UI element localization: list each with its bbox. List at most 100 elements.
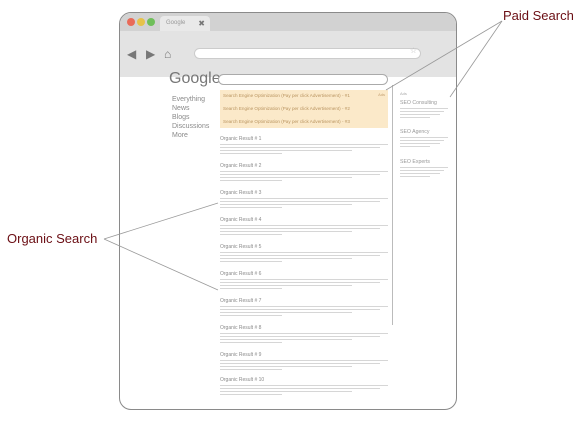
snippet-line (400, 137, 448, 138)
nav-item-blogs[interactable]: Blogs (172, 114, 190, 121)
snippet-line (220, 150, 352, 151)
snippet-line (400, 108, 448, 109)
snippet-line (400, 170, 444, 171)
snippet-line (220, 333, 388, 334)
organic-result-title[interactable]: Organic Result # 8 (220, 325, 262, 331)
organic-result-title[interactable]: Organic Result # 3 (220, 190, 262, 196)
organic-result[interactable]: Organic Result # 1 (220, 137, 388, 154)
organic-result[interactable]: Organic Result # 9 (220, 353, 388, 370)
snippet-line (220, 153, 282, 154)
bookmark-star-icon[interactable]: ☆ (409, 46, 417, 55)
organic-result[interactable]: Organic Result # 4 (220, 218, 388, 235)
forward-arrow-icon[interactable]: ▶ (146, 47, 156, 61)
organic-result[interactable]: Organic Result # 6 (220, 272, 388, 289)
organic-result-title[interactable]: Organic Result # 9 (220, 352, 262, 358)
snippet-line (400, 114, 440, 115)
organic-result-title[interactable]: Organic Result # 10 (220, 377, 265, 383)
organic-result[interactable]: Organic Result # 2 (220, 164, 388, 181)
organic-result[interactable]: Organic Result # 10 (220, 378, 388, 395)
organic-result[interactable]: Organic Result # 8 (220, 326, 388, 343)
address-bar[interactable]: ☆ (194, 46, 421, 59)
organic-connector-line (103, 202, 219, 240)
snippet-line (400, 143, 440, 144)
snippet-line (220, 312, 352, 313)
snippet-line (220, 174, 380, 175)
snippet-line (220, 201, 380, 202)
snippet-line (400, 167, 448, 168)
snippet-line (220, 225, 388, 226)
paid-ad-link[interactable]: Search Engine Optimization (Pay per clic… (223, 93, 350, 98)
tab-label: Google (166, 20, 186, 26)
snippet-line (220, 391, 352, 392)
paid-connector-line (385, 20, 503, 91)
snippet-line (220, 147, 380, 148)
search-type-nav: Everything News Blogs Discussions More (172, 95, 209, 140)
snippet-line (220, 315, 282, 316)
home-icon[interactable]: ⌂ (164, 47, 172, 61)
snippet-line (400, 176, 430, 177)
nav-item-more[interactable]: More (172, 132, 188, 139)
snippet-line (220, 369, 282, 370)
snippet-line (220, 171, 388, 172)
snippet-line (220, 228, 380, 229)
search-input[interactable] (218, 74, 388, 85)
sidebar-ad[interactable]: SEO Consulting (400, 100, 448, 118)
snippet-line (220, 394, 282, 395)
sidebar-ad-title[interactable]: SEO Consulting (400, 100, 437, 106)
snippet-line (220, 336, 380, 337)
snippet-line (220, 255, 380, 256)
maximize-window-icon[interactable] (147, 18, 155, 26)
snippet-line (400, 111, 444, 112)
snippet-line (220, 252, 388, 253)
paid-ads-block: Ads Search Engine Optimization (Pay per … (220, 90, 388, 128)
snippet-line (220, 385, 388, 386)
organic-result-title[interactable]: Organic Result # 7 (220, 298, 262, 304)
snippet-line (220, 388, 380, 389)
organic-result-title[interactable]: Organic Result # 2 (220, 163, 262, 169)
organic-result-title[interactable]: Organic Result # 1 (220, 136, 262, 142)
back-arrow-icon[interactable]: ◀ (127, 47, 137, 61)
browser-toolbar: ◀ ▶ ⌂ ☆ (120, 31, 456, 77)
paid-ad-link[interactable]: Search Engine Optimization (Pay per clic… (223, 119, 350, 124)
snippet-line (220, 177, 352, 178)
organic-result-title[interactable]: Organic Result # 4 (220, 217, 262, 223)
snippet-line (220, 363, 380, 364)
snippet-line (220, 180, 282, 181)
snippet-line (220, 261, 282, 262)
sidebar-ad-title[interactable]: SEO Agency (400, 129, 430, 135)
browser-tab[interactable]: Google ✖ (160, 16, 210, 31)
organic-result[interactable]: Organic Result # 3 (220, 191, 388, 208)
snippet-line (220, 279, 388, 280)
sidebar-ads-tag: Ads (400, 91, 407, 96)
sidebar-ad-title[interactable]: SEO Experts (400, 159, 430, 165)
snippet-line (400, 140, 444, 141)
nav-item-discussions[interactable]: Discussions (172, 123, 210, 130)
snippet-line (220, 309, 380, 310)
snippet-line (220, 339, 352, 340)
snippet-line (220, 366, 352, 367)
minimize-window-icon[interactable] (137, 18, 145, 26)
google-logo: Google (169, 70, 221, 87)
nav-item-news[interactable]: News (172, 105, 190, 112)
organic-search-label: Organic Search (7, 231, 98, 246)
snippet-line (220, 360, 388, 361)
browser-window: Google ✖ ◀ ▶ ⌂ ☆ Google Everything News … (119, 12, 457, 410)
organic-result[interactable]: Organic Result # 7 (220, 299, 388, 316)
snippet-line (400, 146, 430, 147)
tab-close-icon[interactable]: ✖ (198, 19, 205, 28)
ads-tag: Ads (378, 92, 385, 97)
organic-result-title[interactable]: Organic Result # 6 (220, 271, 262, 277)
snippet-line (220, 207, 282, 208)
snippet-line (220, 288, 282, 289)
sidebar-divider (392, 85, 393, 325)
snippet-line (220, 198, 388, 199)
sidebar-ad[interactable]: SEO Agency (400, 129, 448, 147)
organic-result[interactable]: Organic Result # 5 (220, 245, 388, 262)
organic-result-title[interactable]: Organic Result # 5 (220, 244, 262, 250)
close-window-icon[interactable] (127, 18, 135, 26)
paid-search-label: Paid Search (503, 8, 574, 23)
nav-item-everything[interactable]: Everything (172, 96, 206, 103)
sidebar-ad[interactable]: SEO Experts (400, 159, 448, 177)
paid-ad-link[interactable]: Search Engine Optimization (Pay per clic… (223, 106, 350, 111)
